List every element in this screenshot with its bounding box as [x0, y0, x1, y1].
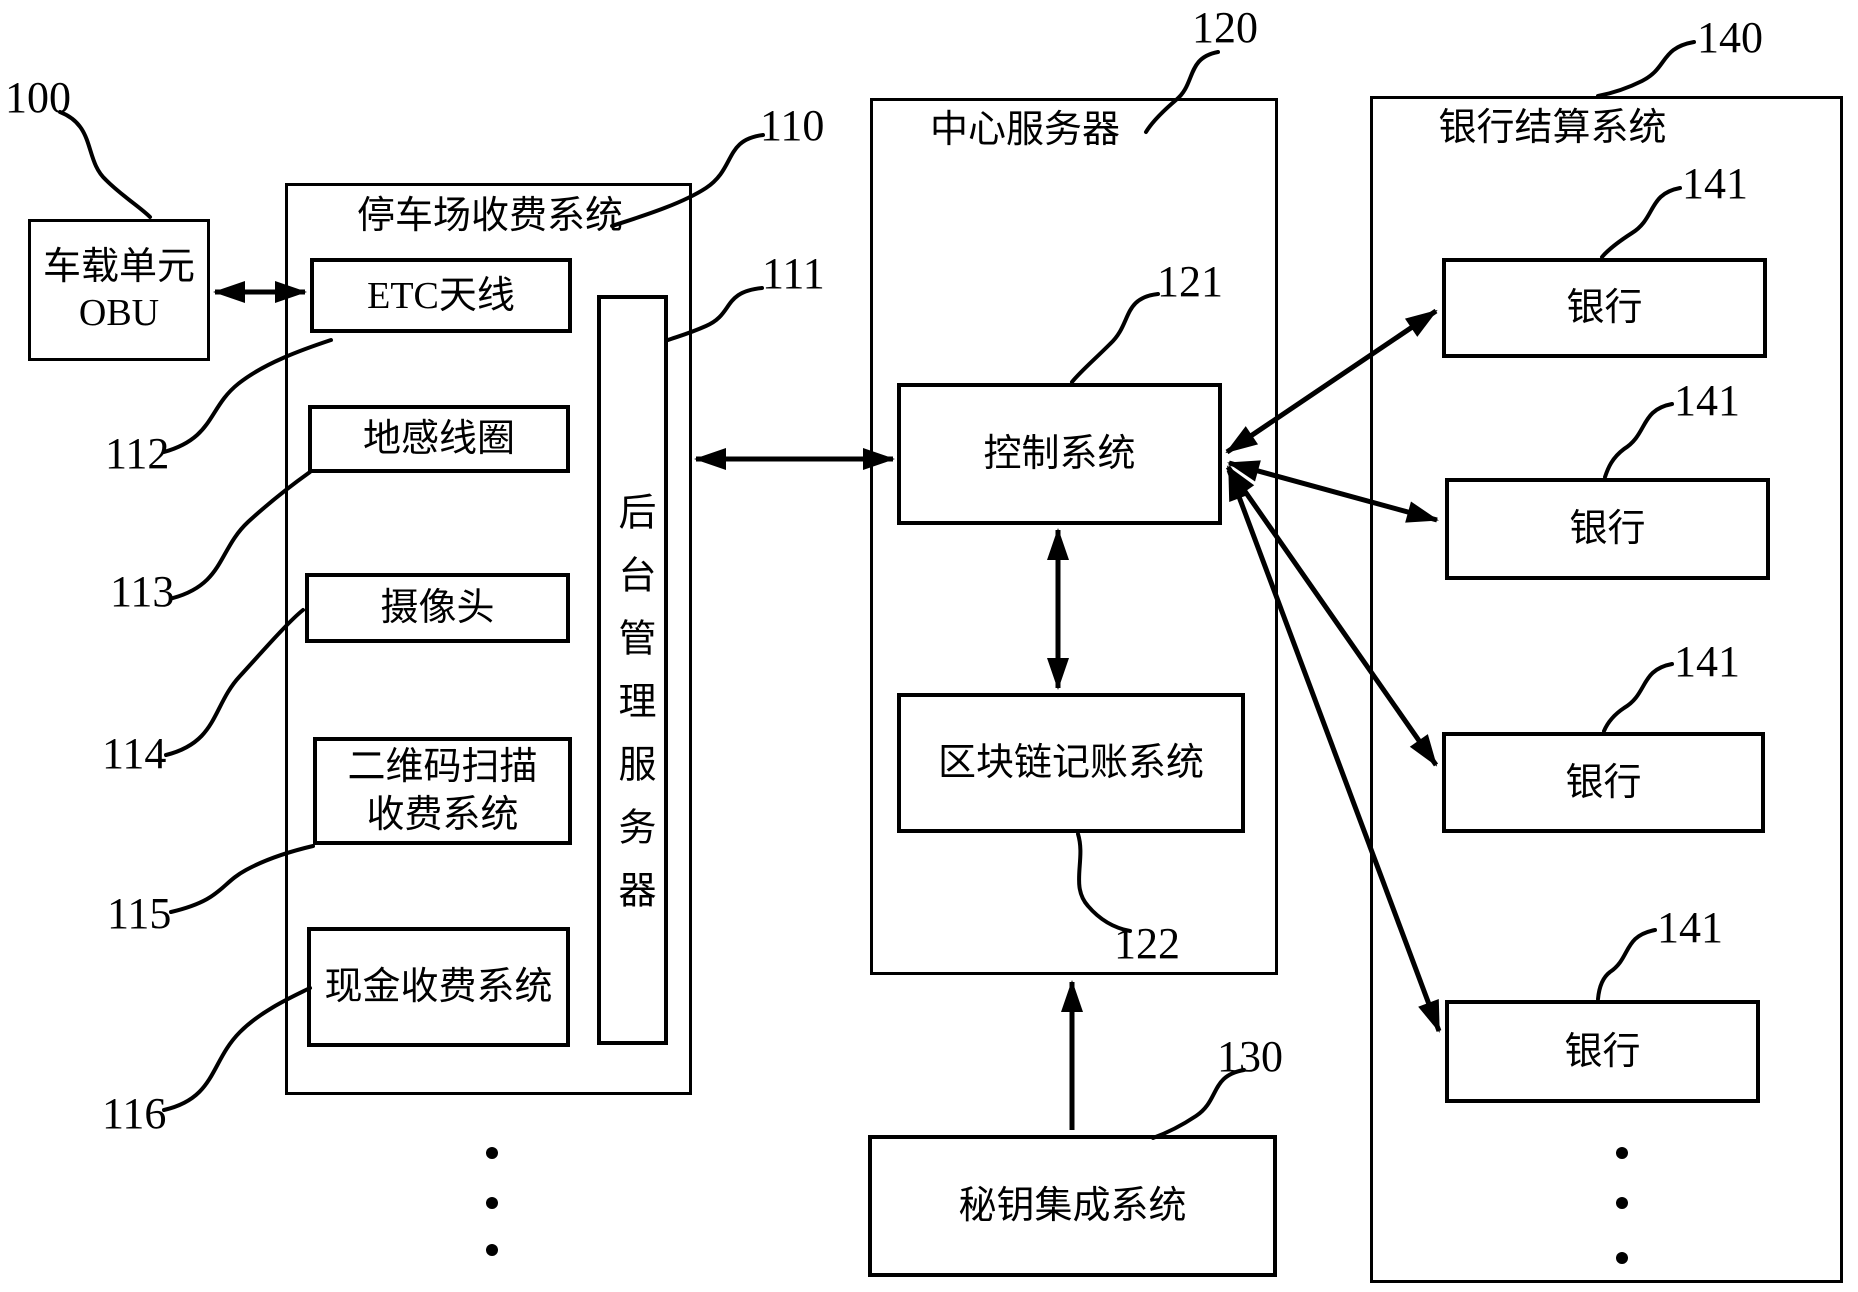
bank-label-4: 银行 [1564, 1030, 1641, 1073]
parking-system-title: 停车场收费系统 [356, 195, 623, 237]
bank-settlement-title: 银行结算系统 [1438, 107, 1667, 149]
key-integration-label: 秘钥集成系统 [958, 1185, 1187, 1227]
ref-100-label: 100 [5, 73, 71, 122]
obu-box: 车载单元 OBU [28, 219, 210, 361]
ref-141-label-1: 141 [1682, 159, 1748, 208]
control-system-label: 控制系统 [983, 433, 1136, 475]
ref-112-label: 112 [105, 429, 170, 478]
ref-141-label-4: 141 [1657, 903, 1723, 952]
ref-121-label: 121 [1157, 257, 1223, 306]
callout-curve-140 [1596, 40, 1696, 98]
central-server-title: 中心服务器 [929, 109, 1120, 151]
central-server-box [870, 98, 1278, 975]
obu-label-line2: OBU [78, 292, 160, 334]
etc-antenna-label: ETC天线 [367, 274, 515, 317]
ref-114-label: 114 [102, 729, 167, 778]
callout-curve-114 [164, 608, 305, 757]
ground-coil-label: 地感线圈 [362, 418, 515, 460]
ref-110-label: 110 [760, 101, 825, 150]
blockchain-ledger-box: 区块链记账系统 [897, 693, 1245, 833]
cash-box: 现金收费系统 [307, 927, 570, 1047]
ref-115-label: 115 [107, 889, 172, 938]
etc-antenna-box: ETC天线 [310, 258, 572, 333]
bank-label-2: 银行 [1569, 508, 1646, 550]
qr-scan-box: 二维码扫描 收费系统 [313, 737, 572, 845]
bank-label-1: 银行 [1566, 287, 1643, 329]
ref-141-label-2: 141 [1674, 376, 1740, 425]
callout-curve-100 [58, 110, 152, 219]
ref-122-label: 122 [1114, 919, 1180, 968]
camera-label: 摄像头 [380, 587, 495, 629]
backend-server-box [597, 295, 668, 1045]
ref-130-label: 130 [1217, 1032, 1283, 1081]
control-system-box: 控制系统 [897, 383, 1222, 525]
backend-server-label: 后台管理服务器 [612, 492, 654, 933]
ref-120-label: 120 [1192, 3, 1258, 52]
cash-label: 现金收费系统 [324, 966, 553, 1008]
parking-ellipsis-dots [486, 1147, 498, 1256]
blockchain-ledger-label: 区块链记账系统 [937, 742, 1204, 784]
qr-scan-label-line2: 收费系统 [366, 794, 519, 836]
qr-scan-label-line1: 二维码扫描 [347, 746, 538, 788]
bank-label-3: 银行 [1565, 761, 1642, 804]
ref-116-label: 116 [102, 1089, 167, 1138]
key-integration-box: 秘钥集成系统 [868, 1135, 1277, 1277]
camera-box: 摄像头 [305, 573, 570, 643]
obu-label-line1: 车载单元 [42, 246, 195, 288]
bank-box-4: 银行 [1445, 1000, 1760, 1103]
bank-box-3: 银行 [1442, 732, 1765, 833]
bank-box-1: 银行 [1442, 258, 1767, 358]
ref-141-label-3: 141 [1674, 637, 1740, 686]
ref-140-label: 140 [1697, 13, 1763, 62]
ref-111-label: 111 [762, 249, 825, 298]
bank-box-2: 银行 [1445, 478, 1770, 580]
ground-coil-box: 地感线圈 [308, 405, 570, 473]
ref-113-label: 113 [110, 567, 175, 616]
